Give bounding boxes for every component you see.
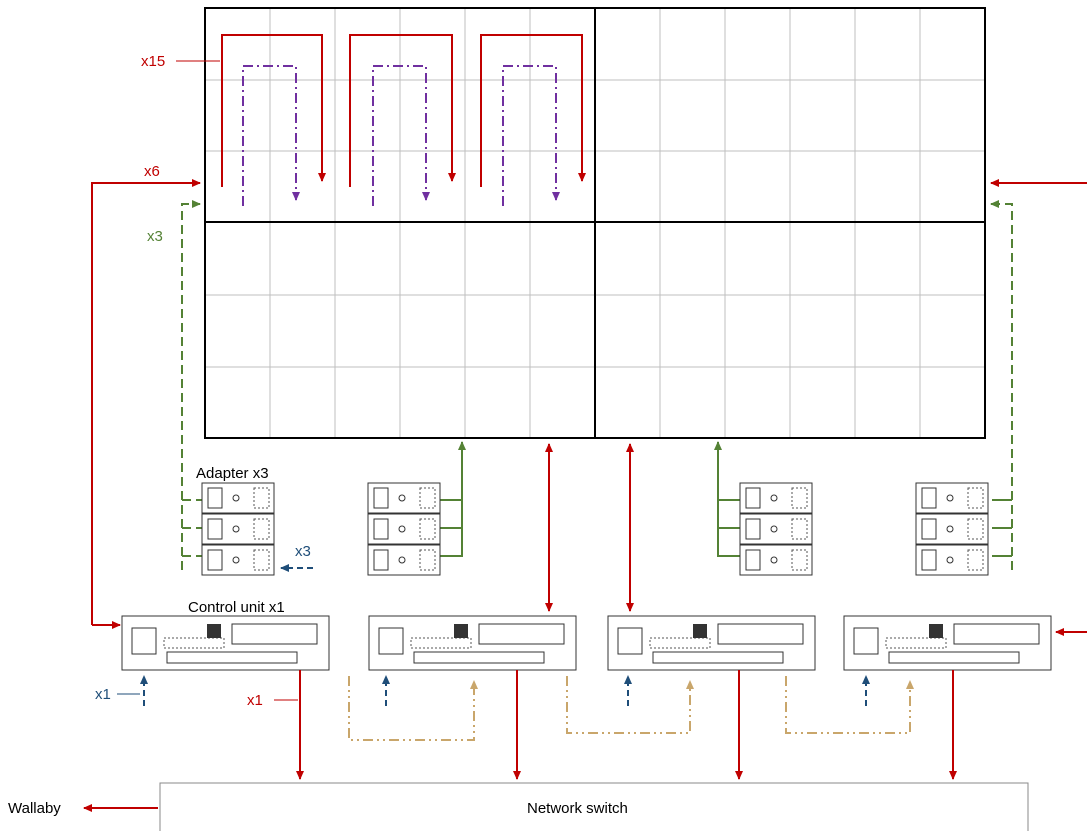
control-unit-3 [607, 615, 816, 671]
video-wall [204, 7, 986, 439]
purple-cable-loop-3 [502, 65, 560, 206]
red-cable-loop-3 [480, 34, 586, 187]
control-unit-4 [843, 615, 1052, 671]
control-unit-2 [368, 615, 577, 671]
adapter-stack-4 [915, 482, 989, 576]
adapter-unit [367, 544, 441, 576]
adapter-unit [915, 544, 989, 576]
control-unit-1 [121, 615, 330, 671]
adapter-unit [201, 544, 275, 576]
control-unit-label: Control unit x1 [188, 599, 285, 616]
adapter-stack-3 [739, 482, 813, 576]
adapter-stack-1 [201, 482, 275, 576]
x15-label: x15 [141, 53, 165, 70]
adapter-unit [367, 482, 441, 514]
red-feed-left-wall [91, 179, 201, 625]
x3-blue-label: x3 [295, 543, 311, 560]
purple-cable-loop-2 [372, 65, 430, 206]
x1-blue-label: x1 [95, 686, 111, 703]
adapter-unit [201, 482, 275, 514]
adapter-unit [201, 513, 275, 545]
adapter-power-lines [181, 200, 1013, 570]
wallaby-label: Wallaby [8, 800, 61, 817]
adapter-unit [739, 513, 813, 545]
adapter-unit [915, 482, 989, 514]
red-cable-loop-2 [349, 34, 456, 187]
adapter-unit [739, 544, 813, 576]
x6-label: x6 [144, 163, 160, 180]
tan-link-lines [348, 676, 914, 741]
red-switch-links [296, 670, 957, 780]
adapter-unit [367, 513, 441, 545]
adapter-stack-2 [367, 482, 441, 576]
network-switch-box [159, 782, 1029, 831]
adapter-unit [739, 482, 813, 514]
adapter-unit [915, 513, 989, 545]
red-cable-loop-1 [221, 34, 326, 187]
purple-cable-loop-1 [242, 65, 300, 206]
x1-red-label: x1 [247, 692, 263, 709]
blue-power-arrows [140, 675, 870, 706]
adapter-label: Adapter x3 [196, 465, 269, 482]
network-switch-label: Network switch [527, 800, 628, 817]
x3-green-label: x3 [147, 228, 163, 245]
signal-cable-loops [221, 34, 586, 206]
